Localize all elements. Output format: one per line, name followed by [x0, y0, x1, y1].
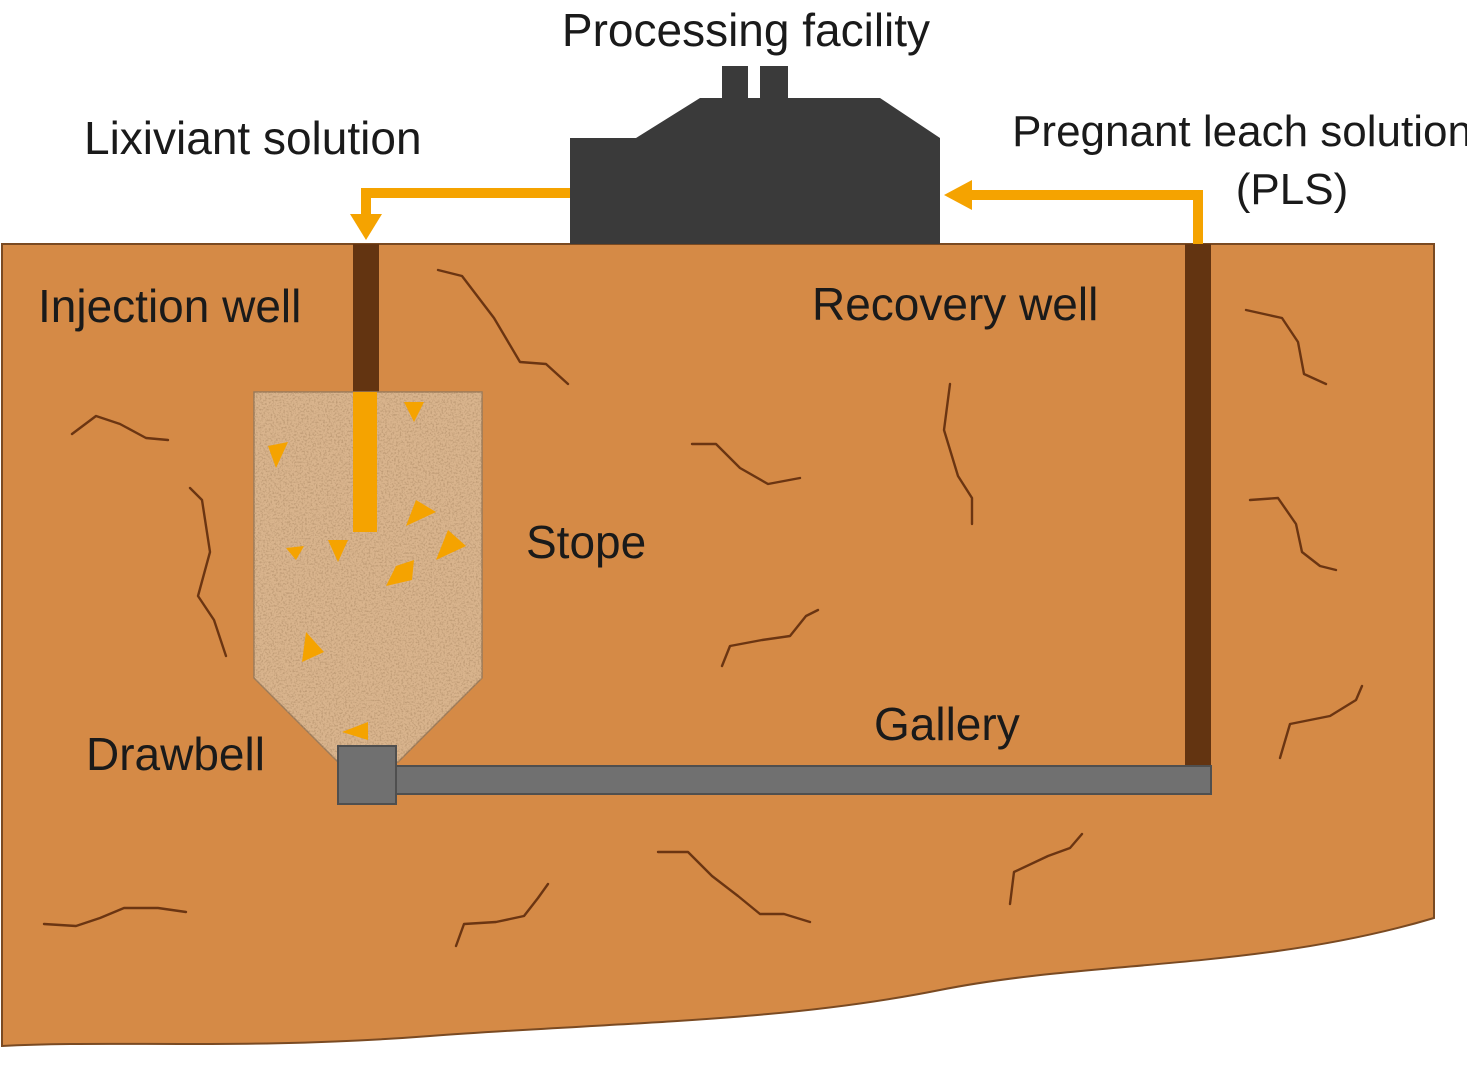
- crack: [188, 486, 228, 658]
- lixiviant-solution-label: Lixiviant solution: [84, 112, 422, 164]
- stope: [253, 391, 483, 763]
- gallery-tunnel: [395, 765, 1212, 795]
- flow-arrowhead: [436, 530, 466, 560]
- flow-arrowhead: [286, 546, 304, 560]
- stope-label: Stope: [526, 516, 646, 568]
- flow-arrowhead: [268, 442, 288, 468]
- gallery-label: Gallery: [874, 698, 1020, 750]
- flow-arrowhead: [302, 632, 324, 662]
- pregnant-leach-solution-label: Pregnant leach solution: [1012, 107, 1467, 156]
- processing-facility-label: Processing facility: [562, 4, 930, 56]
- pls-pipe: [968, 190, 1203, 244]
- processing-facility-building: [570, 66, 940, 244]
- rock-cracks: [42, 268, 1364, 948]
- lixiviant-flow-arrow: [350, 188, 570, 240]
- flow-arrowhead: [328, 540, 348, 562]
- pls-abbreviation-label: (PLS): [1236, 165, 1348, 214]
- drawbell-label: Drawbell: [86, 728, 265, 780]
- crack: [436, 268, 570, 386]
- drawbell-box: [337, 745, 397, 805]
- crack: [1244, 308, 1328, 386]
- flow-arrowhead: [386, 560, 414, 586]
- crack: [42, 906, 188, 928]
- injection-well-label: Injection well: [38, 280, 301, 332]
- lixiviant-pipe: [361, 188, 570, 218]
- crack: [1008, 832, 1084, 906]
- lixiviant-arrowhead: [350, 214, 382, 240]
- recovery-well-shaft: [1185, 244, 1211, 768]
- crack: [454, 882, 550, 948]
- crack: [656, 850, 812, 924]
- crack: [1278, 684, 1364, 760]
- ground-cross-section: [1, 243, 1435, 1048]
- injection-well-shaft: [353, 244, 379, 392]
- flow-arrowhead: [406, 500, 436, 526]
- solution-flow-arrows: [268, 402, 466, 740]
- flow-arrowhead: [342, 722, 368, 740]
- crack: [70, 414, 170, 442]
- recovery-well-label: Recovery well: [812, 278, 1098, 330]
- flow-arrowhead: [404, 402, 424, 422]
- crack: [720, 608, 820, 668]
- pls-flow-arrow: [944, 180, 1203, 244]
- crack: [1248, 496, 1338, 572]
- pls-arrowhead: [944, 180, 972, 210]
- crack: [942, 382, 974, 526]
- crack: [690, 442, 802, 486]
- injection-flow-column: [353, 392, 377, 532]
